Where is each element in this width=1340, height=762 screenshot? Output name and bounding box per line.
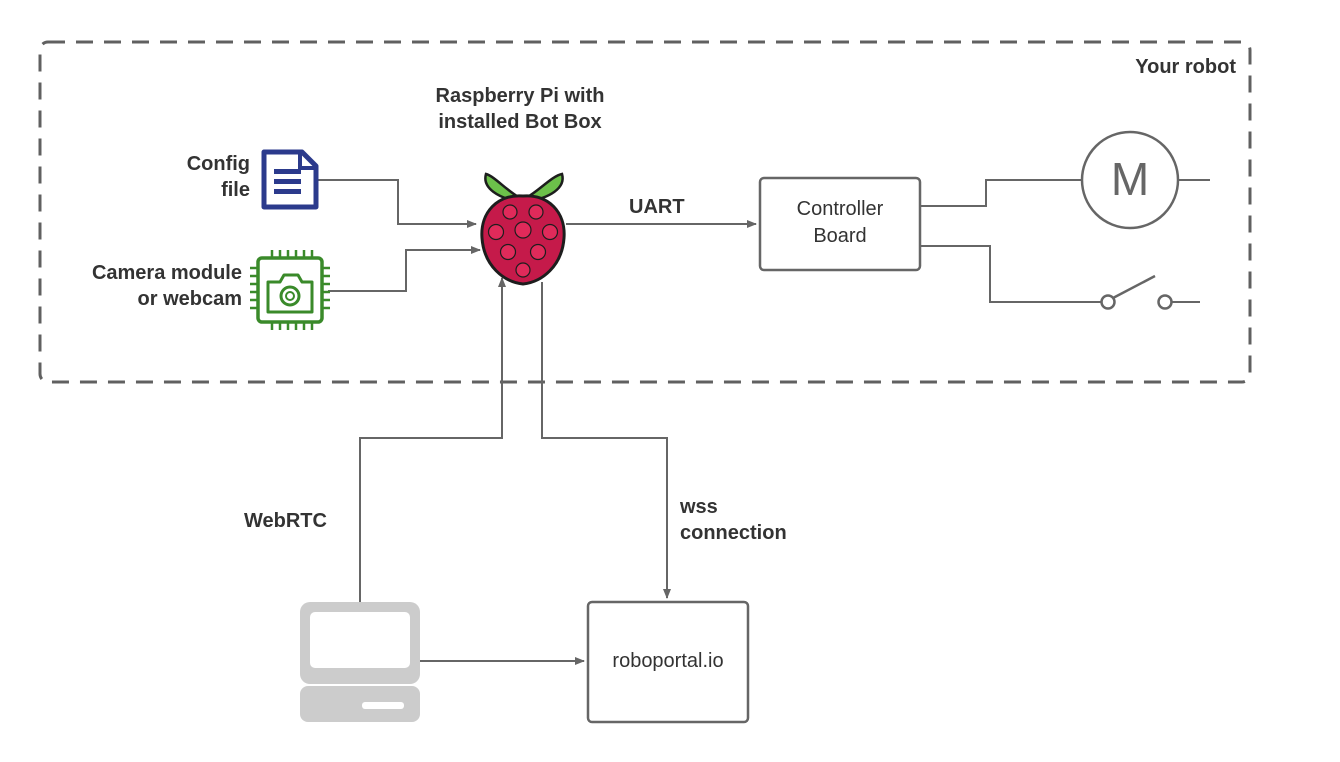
- controller-board-box: [758, 176, 922, 272]
- controller-board-label-line1: Controller: [796, 198, 884, 220]
- switch-icon: [1100, 274, 1173, 310]
- webrtc-label: WebRTC: [244, 510, 327, 532]
- raspberry-pi-label-line2: installed Bot Box: [438, 111, 602, 133]
- wss-label-line1: wss: [680, 496, 718, 518]
- config-file-label-line2: file: [221, 179, 250, 201]
- roboportal-box: [586, 600, 750, 724]
- board-to-motor-connector: [920, 179, 1082, 207]
- controller-board-label-line2: Board: [813, 225, 867, 247]
- controller-board-label: Controller Board: [760, 196, 920, 250]
- camera-label-line2: or webcam: [137, 288, 242, 310]
- board-to-switch-connector: [920, 245, 1102, 303]
- config-to-pi-connector: [318, 179, 477, 228]
- raspberry-pi-icon: [480, 172, 566, 286]
- camera-chip-icon: [250, 250, 330, 330]
- camera-label-line1: Camera module: [91, 262, 242, 284]
- robot-boundary-label: Your robot: [1135, 56, 1236, 78]
- raspberry-pi-label-line1: Raspberry Pi with: [435, 85, 605, 107]
- webrtc-connector: [359, 277, 506, 602]
- config-file-label-line1: Config: [186, 153, 250, 175]
- raspberry-pi-label: Raspberry Pi with installed Bot Box: [400, 83, 640, 135]
- wss-label-line2: connection: [680, 522, 787, 544]
- robot-boundary: [38, 40, 1252, 384]
- motor-icon: [1080, 130, 1180, 230]
- wss-label: wss connection: [680, 494, 787, 546]
- camera-label: Camera module or webcam: [92, 260, 242, 312]
- motor-symbol: M: [1110, 153, 1150, 205]
- config-file-label: Config file: [187, 151, 250, 203]
- uart-label: UART: [629, 196, 685, 218]
- camera-to-pi-connector: [328, 246, 481, 292]
- document-icon: [261, 149, 319, 210]
- computer-icon: [300, 602, 420, 722]
- wss-connector: [541, 282, 671, 599]
- roboportal-label: roboportal.io: [612, 650, 724, 672]
